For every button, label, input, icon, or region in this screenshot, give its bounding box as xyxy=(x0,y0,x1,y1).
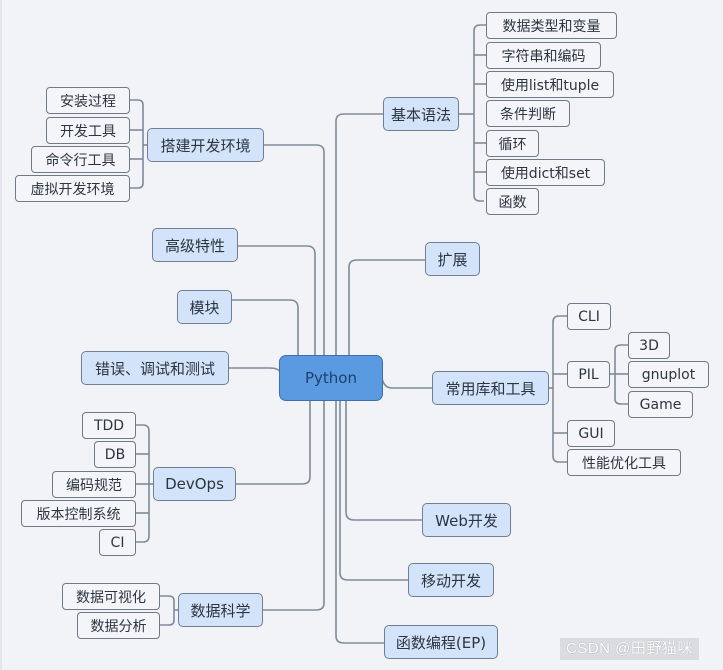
root-label: Python xyxy=(305,369,357,387)
leaf-label: 3D xyxy=(639,337,659,354)
branch-label: 错误、调试和测试 xyxy=(94,359,215,378)
leaf-ci[interactable]: CI xyxy=(99,529,136,556)
leaf-label: 版本控制系统 xyxy=(36,506,121,523)
branch-errors-debugging-testing[interactable]: 错误、调试和测试 xyxy=(81,351,229,385)
leaf-3d[interactable]: 3D xyxy=(628,332,670,359)
leaf-tdd[interactable]: TDD xyxy=(82,412,136,439)
leaf-label: 字符串和编码 xyxy=(501,48,586,65)
leaf-label: CI xyxy=(110,534,125,551)
leaf-cli[interactable]: CLI xyxy=(567,303,611,330)
leaf-gui[interactable]: GUI xyxy=(567,420,615,447)
leaf-loops[interactable]: 循环 xyxy=(486,130,539,157)
leaf-label: 命令行工具 xyxy=(45,152,116,169)
branch-dev-environment[interactable]: 搭建开发环境 xyxy=(147,128,264,162)
branch-label: Web开发 xyxy=(435,511,498,530)
leaf-label: 使用dict和set xyxy=(500,165,591,182)
leaf-label: 编码规范 xyxy=(66,477,122,494)
branch-label: 函数编程(EP) xyxy=(395,633,487,652)
leaf-virtualenv[interactable]: 虚拟开发环境 xyxy=(15,175,130,202)
leaf-coding-standards[interactable]: 编码规范 xyxy=(52,471,136,498)
leaf-dict-set[interactable]: 使用dict和set xyxy=(486,159,605,186)
leaf-label: gnuplot xyxy=(641,366,696,383)
leaf-cli-tools[interactable]: 命令行工具 xyxy=(31,146,130,173)
branch-label: 移动开发 xyxy=(420,571,481,590)
branch-label: 扩展 xyxy=(437,250,468,269)
leaf-label: Game xyxy=(639,396,682,413)
branch-label: 高级特性 xyxy=(164,236,225,255)
branch-label: 模块 xyxy=(189,298,220,317)
leaf-label: 条件判断 xyxy=(500,106,556,123)
leaf-data-analysis[interactable]: 数据分析 xyxy=(77,612,160,639)
leaf-functions[interactable]: 函数 xyxy=(486,188,539,215)
branch-label: 搭建开发环境 xyxy=(160,136,251,155)
branch-devops[interactable]: DevOps xyxy=(153,467,236,501)
leaf-label: 性能优化工具 xyxy=(582,455,666,472)
leaf-version-control[interactable]: 版本控制系统 xyxy=(21,500,136,527)
leaf-label: 虚拟开发环境 xyxy=(30,181,115,198)
branch-label: DevOps xyxy=(165,475,224,493)
leaf-label: 安装过程 xyxy=(60,93,116,110)
leaf-label: TDD xyxy=(93,417,125,434)
branch-functional-programming[interactable]: 函数编程(EP) xyxy=(384,625,498,659)
leaf-label: 函数 xyxy=(498,194,527,211)
leaf-gnuplot[interactable]: gnuplot xyxy=(628,361,709,388)
leaf-strings-encoding[interactable]: 字符串和编码 xyxy=(486,42,601,69)
branch-extension[interactable]: 扩展 xyxy=(425,242,480,276)
branch-data-science[interactable]: 数据科学 xyxy=(178,593,263,627)
leaf-label: 数据分析 xyxy=(90,618,147,635)
leaf-game[interactable]: Game xyxy=(628,391,693,418)
leaf-label: 循环 xyxy=(498,136,527,153)
leaf-list-tuple[interactable]: 使用list和tuple xyxy=(486,71,614,98)
leaf-performance-tools[interactable]: 性能优化工具 xyxy=(567,449,681,476)
branch-mobile-development[interactable]: 移动开发 xyxy=(408,563,494,597)
csdn-watermark: CSDN @田野猫咪 xyxy=(560,638,699,660)
root-node-python[interactable]: Python xyxy=(279,355,383,401)
leaf-label: 开发工具 xyxy=(60,123,116,140)
leaf-data-types[interactable]: 数据类型和变量 xyxy=(486,12,617,39)
leaf-install[interactable]: 安装过程 xyxy=(46,87,130,114)
branch-label: 数据科学 xyxy=(190,601,251,620)
leaf-conditionals[interactable]: 条件判断 xyxy=(486,100,570,127)
branch-modules[interactable]: 模块 xyxy=(177,290,232,324)
leaf-label: 使用list和tuple xyxy=(500,77,600,94)
branch-libraries-tools[interactable]: 常用库和工具 xyxy=(432,371,549,405)
leaf-data-visualization[interactable]: 数据可视化 xyxy=(62,583,160,610)
left-edge-divider xyxy=(0,0,2,670)
leaf-label: 数据可视化 xyxy=(76,589,146,606)
leaf-label: PIL xyxy=(578,366,599,383)
leaf-label: GUI xyxy=(578,425,604,442)
leaf-dev-tools[interactable]: 开发工具 xyxy=(46,117,130,144)
leaf-label: CLI xyxy=(578,308,600,325)
branch-label: 常用库和工具 xyxy=(445,379,536,398)
leaf-label: DB xyxy=(104,446,126,463)
leaf-label: 数据类型和变量 xyxy=(502,18,601,35)
leaf-db[interactable]: DB xyxy=(94,441,136,468)
branch-label: 基本语法 xyxy=(391,105,452,124)
leaf-pil[interactable]: PIL xyxy=(567,361,610,388)
branch-advanced-features[interactable]: 高级特性 xyxy=(152,228,238,262)
branch-basic-syntax[interactable]: 基本语法 xyxy=(383,97,459,131)
branch-web-development[interactable]: Web开发 xyxy=(422,503,511,537)
